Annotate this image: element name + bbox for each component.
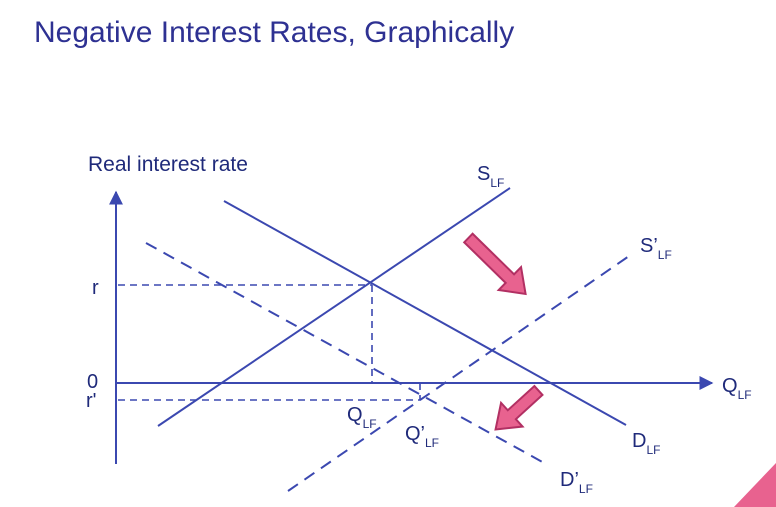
q-prime-equilibrium-sub: LF bbox=[425, 436, 439, 450]
q-equilibrium-main: Q bbox=[347, 404, 363, 426]
tick-label-zero: 0 bbox=[87, 371, 98, 393]
demand-shifted-label: D’LF bbox=[560, 469, 593, 496]
q-prime-equilibrium-label: Q’LF bbox=[405, 423, 439, 450]
demand-curve-shifted bbox=[145, 242, 547, 465]
demand-label: DLF bbox=[632, 430, 660, 457]
supply-label-sub: LF bbox=[490, 176, 504, 190]
q-prime-equilibrium-main: Q’ bbox=[405, 423, 425, 445]
demand-label-sub: LF bbox=[646, 443, 660, 457]
supply-shifted-label-main: S’ bbox=[640, 235, 658, 257]
y-axis-label: Real interest rate bbox=[88, 153, 248, 176]
supply-shifted-label-sub: LF bbox=[658, 248, 672, 262]
corner-accent-triangle bbox=[734, 463, 776, 507]
supply-shifted-label: S’LF bbox=[640, 235, 672, 262]
demand-shifted-label-main: D’ bbox=[560, 469, 579, 491]
supply-shift-arrow bbox=[462, 232, 527, 296]
demand-shift-arrow bbox=[494, 384, 544, 431]
demand-curve bbox=[223, 200, 627, 426]
supply-curve bbox=[157, 187, 511, 427]
tick-label-r-prime: r' bbox=[86, 390, 96, 412]
q-equilibrium-sub: LF bbox=[363, 417, 377, 431]
slide-title: Negative Interest Rates, Graphically bbox=[34, 16, 515, 49]
tick-label-r: r bbox=[92, 277, 99, 299]
q-equilibrium-label: QLF bbox=[347, 404, 377, 431]
x-axis-label-sub: LF bbox=[738, 388, 752, 402]
x-axis-label-main: Q bbox=[722, 375, 738, 397]
supply-label-main: S bbox=[477, 163, 490, 185]
demand-label-main: D bbox=[632, 430, 646, 452]
supply-label: SLF bbox=[477, 163, 504, 190]
x-axis-label: QLF bbox=[722, 375, 752, 402]
supply-curve-shifted bbox=[287, 253, 633, 492]
demand-shifted-label-sub: LF bbox=[579, 482, 593, 496]
